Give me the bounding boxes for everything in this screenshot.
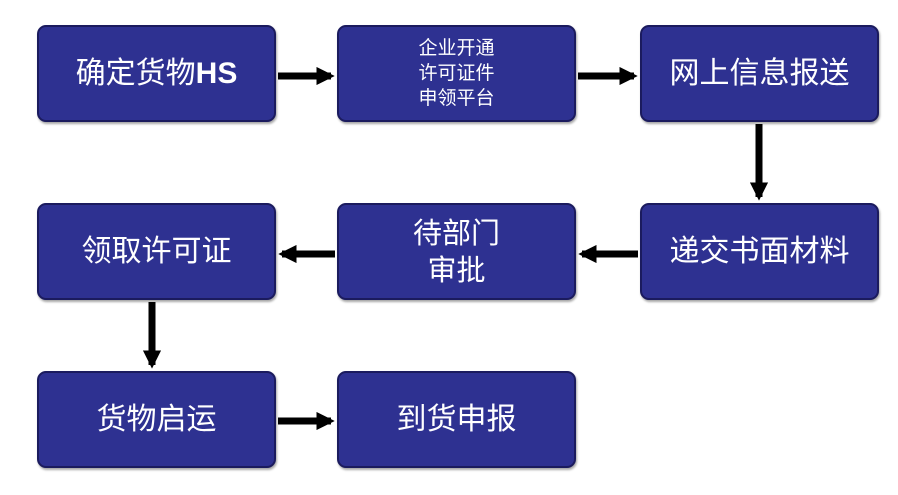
step-online-submit: 网上信息报送 [640, 25, 879, 122]
step-get-license: 领取许可证 [37, 203, 276, 300]
step-platform-line-1: 企业开通 [418, 37, 495, 60]
step-platform-line-3: 申领平台 [418, 86, 495, 109]
step-online-submit-label: 网上信息报送 [669, 55, 850, 91]
step-dept-review: 待部门 审批 [337, 203, 576, 300]
step-determine-hs-suffix: HS [195, 56, 238, 90]
step-paper-submit-label: 递交书面材料 [669, 233, 850, 269]
step-declare: 到货申报 [337, 371, 576, 468]
step-ship: 货物启运 [37, 371, 276, 468]
step-determine-hs-label: 确定货物 [75, 55, 196, 91]
step-ship-label: 货物启运 [96, 401, 217, 437]
step-get-license-label: 领取许可证 [81, 233, 232, 269]
step-determine-hs: 确定货物HS [37, 25, 276, 122]
step-platform-line-2: 许可证件 [418, 62, 495, 85]
step-declare-label: 到货申报 [396, 401, 517, 437]
step-paper-submit: 递交书面材料 [640, 203, 879, 300]
step-platform: 企业开通 许可证件 申领平台 [337, 25, 576, 122]
step-dept-review-line-2: 审批 [427, 252, 486, 287]
step-dept-review-line-1: 待部门 [412, 216, 500, 251]
